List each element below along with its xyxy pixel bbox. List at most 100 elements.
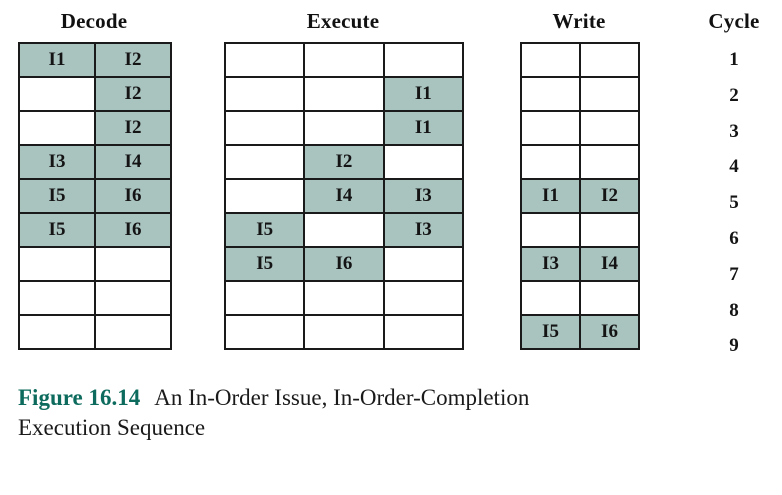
grid-cell-empty [520, 280, 581, 316]
grid-cell-empty [382, 144, 464, 180]
table-row [223, 280, 464, 316]
grid-cell-filled: I4 [94, 144, 172, 180]
grid-cell-filled: I3 [18, 144, 96, 180]
table-row [223, 42, 464, 78]
cycle-number: 5 [729, 192, 739, 214]
grid-cell-filled: I2 [94, 76, 172, 112]
grid-cell-empty [94, 246, 172, 282]
table-row: I2 [223, 144, 464, 180]
grid-cell-empty [303, 110, 385, 146]
table-row [18, 246, 172, 282]
grid-cell-empty [18, 246, 96, 282]
grid-cell-empty [579, 280, 640, 316]
grid-cell-empty [18, 280, 96, 316]
grid-cell-empty [303, 42, 385, 78]
grid-cell-empty [579, 144, 640, 180]
grid-cell-filled: I2 [94, 42, 172, 78]
grid-cell-empty [303, 212, 385, 248]
grid-cell-empty [303, 280, 385, 316]
cycle-number: 7 [729, 263, 739, 285]
grid-cell-empty [520, 212, 581, 248]
table-row [520, 144, 640, 180]
table-row: I2 [18, 110, 172, 146]
grid-cell-empty [94, 314, 172, 350]
grid-cell-filled: I4 [579, 246, 640, 282]
cycle-number: 9 [729, 335, 739, 357]
table-row [520, 212, 640, 248]
grid-cell-empty [579, 76, 640, 112]
cycle-number: 3 [729, 120, 739, 142]
grid-cell-filled: I6 [303, 246, 385, 282]
grid-cell-empty [520, 42, 581, 78]
grid-cell-empty [94, 280, 172, 316]
figure-caption: Figure 16.14 An In-Order Issue, In-Order-… [18, 383, 758, 443]
grid-cell-filled: I5 [18, 212, 96, 248]
grid-cell-empty [382, 42, 464, 78]
grid-cell-filled: I5 [18, 178, 96, 214]
grid-cell-filled: I2 [579, 178, 640, 214]
cycle-number: 8 [729, 299, 739, 321]
grid-cell-empty [303, 314, 385, 350]
figure-caption-line1: An In-Order Issue, In-Order-Completion [154, 385, 530, 410]
grid-cell-filled: I6 [94, 212, 172, 248]
table-row: I1 [223, 110, 464, 146]
grid-cell-filled: I6 [579, 314, 640, 350]
grid-cell-empty [223, 144, 306, 180]
cycle-number: 4 [729, 156, 739, 178]
grid-cell-empty [382, 314, 464, 350]
table-row: I2 [18, 76, 172, 112]
grid-cell-empty [382, 280, 464, 316]
grid-cell-empty [18, 110, 96, 146]
grid-cell-empty [18, 314, 96, 350]
table-row [18, 314, 172, 350]
grid-cell-filled: I1 [382, 76, 464, 112]
grid-cell-filled: I3 [520, 246, 581, 282]
grid-cell-filled: I5 [223, 246, 306, 282]
cycle-number: 6 [729, 227, 739, 249]
figure-label: Figure 16.14 [18, 385, 141, 410]
table-row [18, 280, 172, 316]
table-row [520, 280, 640, 316]
grid-cell-empty [520, 76, 581, 112]
grid-cell-empty [520, 110, 581, 146]
grid-cell-empty [223, 76, 306, 112]
grid-cell-empty [579, 110, 640, 146]
grid-cell-empty [520, 144, 581, 180]
grid-cell-empty [223, 178, 306, 214]
grid-cell-empty [223, 110, 306, 146]
grid-cell-empty [579, 42, 640, 78]
grid-cell-empty [223, 280, 306, 316]
stage-title-write: Write [552, 9, 606, 33]
grid-cell-filled: I1 [18, 42, 96, 78]
grid-cell-filled: I6 [94, 178, 172, 214]
grid-cell-empty [303, 76, 385, 112]
grid-cell-filled: I5 [520, 314, 581, 350]
table-row [520, 110, 640, 146]
stage-title-decode: Decode [60, 9, 128, 33]
table-row [520, 76, 640, 112]
grid-cell-filled: I5 [223, 212, 306, 248]
grid-cell-filled: I2 [303, 144, 385, 180]
grid-cell-filled: I4 [303, 178, 385, 214]
cycle-number: 2 [729, 84, 739, 106]
